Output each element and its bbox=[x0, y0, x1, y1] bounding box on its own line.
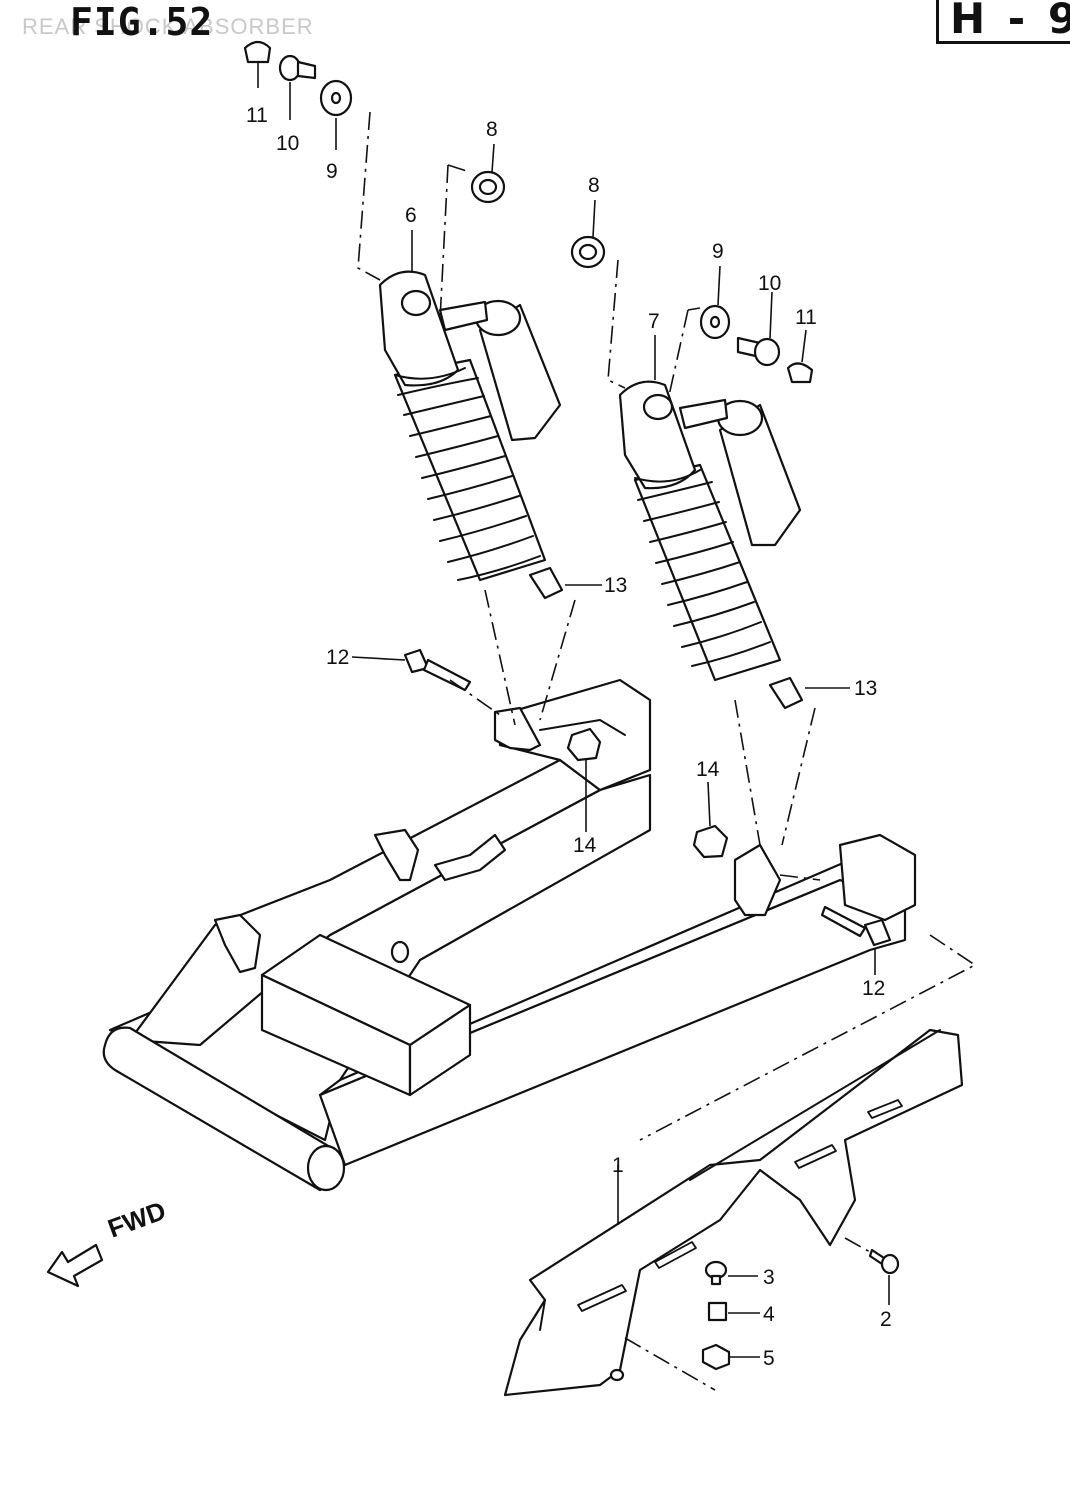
callout-9: 9 bbox=[712, 240, 724, 263]
section-code-box bbox=[936, 0, 1070, 44]
callout-8: 8 bbox=[588, 174, 600, 197]
callout-6: 6 bbox=[405, 204, 417, 227]
section-code: H - 9 bbox=[950, 0, 1070, 43]
callouts: 11 10 9 8 6 8 9 10 11 7 13 12 13 14 14 1… bbox=[246, 104, 892, 1370]
callout-8: 8 bbox=[486, 118, 498, 141]
callout-9: 9 bbox=[326, 160, 338, 183]
figure-title: FIG.52 bbox=[70, 0, 214, 44]
callout-13: 13 bbox=[604, 574, 627, 597]
callout-14: 14 bbox=[696, 758, 720, 781]
callout-13: 13 bbox=[854, 677, 877, 700]
callout-12: 12 bbox=[862, 977, 885, 1000]
callout-12: 12 bbox=[326, 646, 349, 669]
callout-14: 14 bbox=[573, 834, 597, 857]
callout-10: 10 bbox=[758, 272, 781, 295]
figure-subtitle: REAR SHOCK ABSORBER bbox=[22, 14, 314, 39]
callout-5: 5 bbox=[763, 1347, 775, 1370]
callout-1: 1 bbox=[612, 1154, 624, 1177]
callout-11: 11 bbox=[246, 104, 268, 127]
callout-4: 4 bbox=[763, 1303, 775, 1326]
callout-3: 3 bbox=[763, 1266, 775, 1289]
small-parts bbox=[243, 40, 900, 1371]
callout-7: 7 bbox=[648, 310, 660, 333]
assembly-lines bbox=[357, 111, 977, 1391]
shock-absorber-left bbox=[378, 270, 562, 582]
callout-10: 10 bbox=[276, 132, 299, 155]
forward-arrow bbox=[46, 1243, 104, 1288]
chain-guard bbox=[503, 1028, 964, 1397]
callout-11: 11 bbox=[795, 306, 817, 329]
shock-absorber-right bbox=[618, 380, 802, 682]
swingarm bbox=[102, 678, 917, 1192]
callout-2: 2 bbox=[880, 1308, 892, 1331]
forward-label: FWD bbox=[104, 1195, 170, 1243]
leader-lines bbox=[257, 62, 890, 1358]
